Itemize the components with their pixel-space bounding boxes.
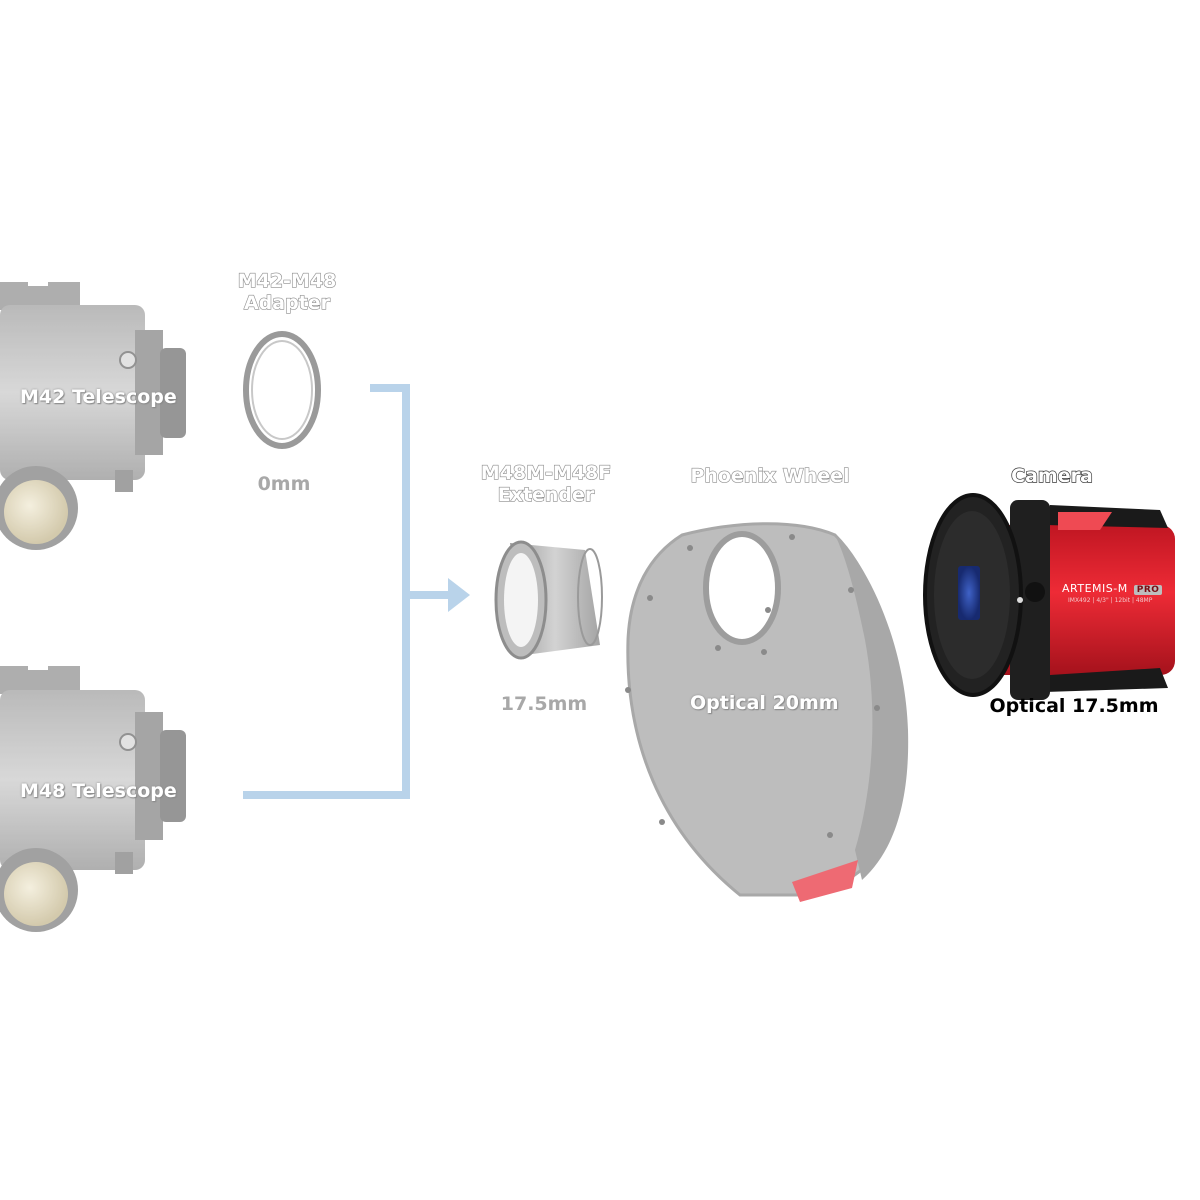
wheel-title: Phoenix Wheel <box>690 464 850 487</box>
m48-telescope-image <box>0 654 186 932</box>
adapter-length: 0mm <box>257 473 311 495</box>
camera-specs: IMX492 | 4/3" | 12bit | 48MP <box>1068 597 1153 604</box>
extender-title-line-1: M48M-M48F <box>480 461 612 484</box>
camera-brand: ARTEMIS-M PRO <box>1062 582 1163 595</box>
camera-length: Optical 17.5mm <box>989 695 1159 717</box>
arrow-head <box>448 578 470 612</box>
camera-title: Camera <box>1010 464 1093 487</box>
m48-telescope-label: M48 Telescope <box>20 780 177 802</box>
extender-length: 17.5mm <box>500 693 588 715</box>
m42-telescope-label: M42 Telescope <box>20 386 177 408</box>
m42-telescope-image <box>0 270 186 550</box>
camera-brand-text: ARTEMIS-M <box>1062 582 1128 595</box>
wheel-length: Optical 20mm <box>690 692 839 714</box>
connector-lines <box>243 384 470 799</box>
camera-image <box>923 493 1175 700</box>
adapter-ring-image <box>243 331 321 449</box>
adapter-title-line-2: Adapter <box>243 291 331 314</box>
camera-badge: PRO <box>1133 585 1163 595</box>
extender-title-line-2: Extender <box>497 483 595 506</box>
extender-title: M48M-M48F Extender <box>466 461 626 506</box>
extender-image <box>494 540 603 660</box>
adapter-title: M42-M48 Adapter <box>212 269 362 314</box>
phoenix-wheel-image <box>625 522 909 902</box>
adapter-title-line-1: M42-M48 <box>237 269 337 292</box>
